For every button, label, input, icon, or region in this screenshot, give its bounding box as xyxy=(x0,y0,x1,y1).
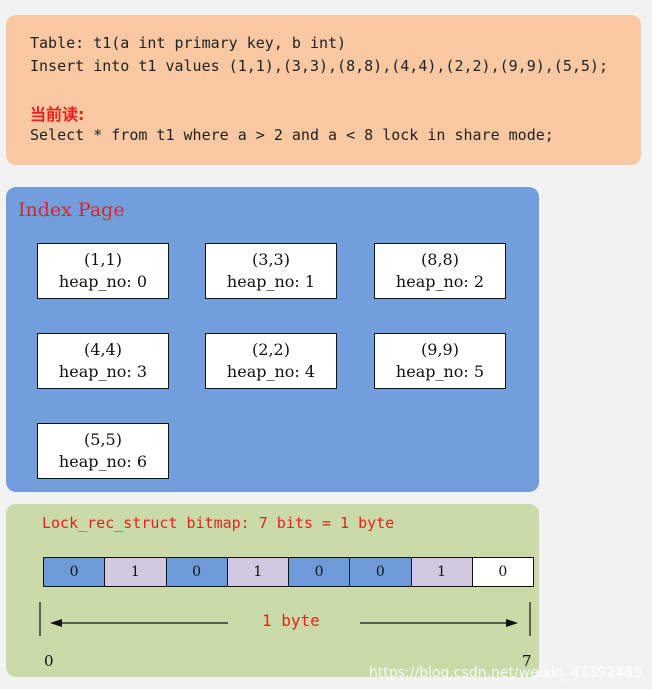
watermark: https://blog.csdn.net/weixin_43392489 xyxy=(368,665,642,681)
left-arrow-head xyxy=(50,619,62,627)
record-heap-no: heap_no: 4 xyxy=(226,362,316,381)
record-key: (8,8) xyxy=(421,250,459,269)
current-read-heading: 当前读: xyxy=(30,105,85,124)
byte-span-label: 1 byte xyxy=(262,611,320,630)
bit-cell: 1 xyxy=(227,558,289,586)
bit-cell: 0 xyxy=(166,558,228,586)
record-box: (2,2) heap_no: 4 xyxy=(205,333,337,389)
bitmap-title: Lock_rec_struct bitmap: 7 bits = 1 byte xyxy=(42,514,395,532)
record-key: (5,5) xyxy=(84,430,122,449)
record-heap-no: heap_no: 0 xyxy=(58,272,148,291)
bitmap-panel: Lock_rec_struct bitmap: 7 bits = 1 byte … xyxy=(6,504,539,677)
right-arrow-head xyxy=(506,619,518,627)
record-heap-no: heap_no: 6 xyxy=(58,452,148,471)
sql-select-statement: Select * from t1 where a > 2 and a < 8 l… xyxy=(30,126,554,144)
record-key: (1,1) xyxy=(84,250,122,269)
record-box: (1,1) heap_no: 0 xyxy=(37,243,169,299)
bitmap-row: 0 1 0 1 0 0 1 0 xyxy=(43,557,534,587)
record-box: (3,3) heap_no: 1 xyxy=(205,243,337,299)
record-box: (9,9) heap_no: 5 xyxy=(374,333,506,389)
record-key: (2,2) xyxy=(252,340,290,359)
record-heap-no: heap_no: 3 xyxy=(58,362,148,381)
record-key: (3,3) xyxy=(252,250,290,269)
record-box: (4,4) heap_no: 3 xyxy=(37,333,169,389)
record-key: (4,4) xyxy=(84,340,122,359)
bit-cell: 1 xyxy=(105,558,167,586)
index-page-title: Index Page xyxy=(18,199,125,221)
sql-panel: Table: t1(a int primary key, b int) Inse… xyxy=(6,15,641,165)
index-page-panel: Index Page (1,1) heap_no: 0 (3,3) heap_n… xyxy=(6,187,539,492)
record-box: (8,8) heap_no: 2 xyxy=(374,243,506,299)
bit-cell: 1 xyxy=(411,558,473,586)
sql-table-definition: Table: t1(a int primary key, b int) xyxy=(30,34,347,52)
bit-cell: 0 xyxy=(350,558,412,586)
byte-span-arrows xyxy=(39,602,531,636)
record-box: (5,5) heap_no: 6 xyxy=(37,423,169,479)
bit-end-index: 7 xyxy=(522,652,532,670)
bit-start-index: 0 xyxy=(44,652,54,670)
record-key: (9,9) xyxy=(421,340,459,359)
bit-cell: 0 xyxy=(44,558,106,586)
sql-insert-statement: Insert into t1 values (1,1),(3,3),(8,8),… xyxy=(30,57,608,75)
bit-cell: 0 xyxy=(289,558,351,586)
record-heap-no: heap_no: 2 xyxy=(395,272,485,291)
record-heap-no: heap_no: 1 xyxy=(226,272,316,291)
record-heap-no: heap_no: 5 xyxy=(395,362,485,381)
bit-cell: 0 xyxy=(472,558,533,586)
